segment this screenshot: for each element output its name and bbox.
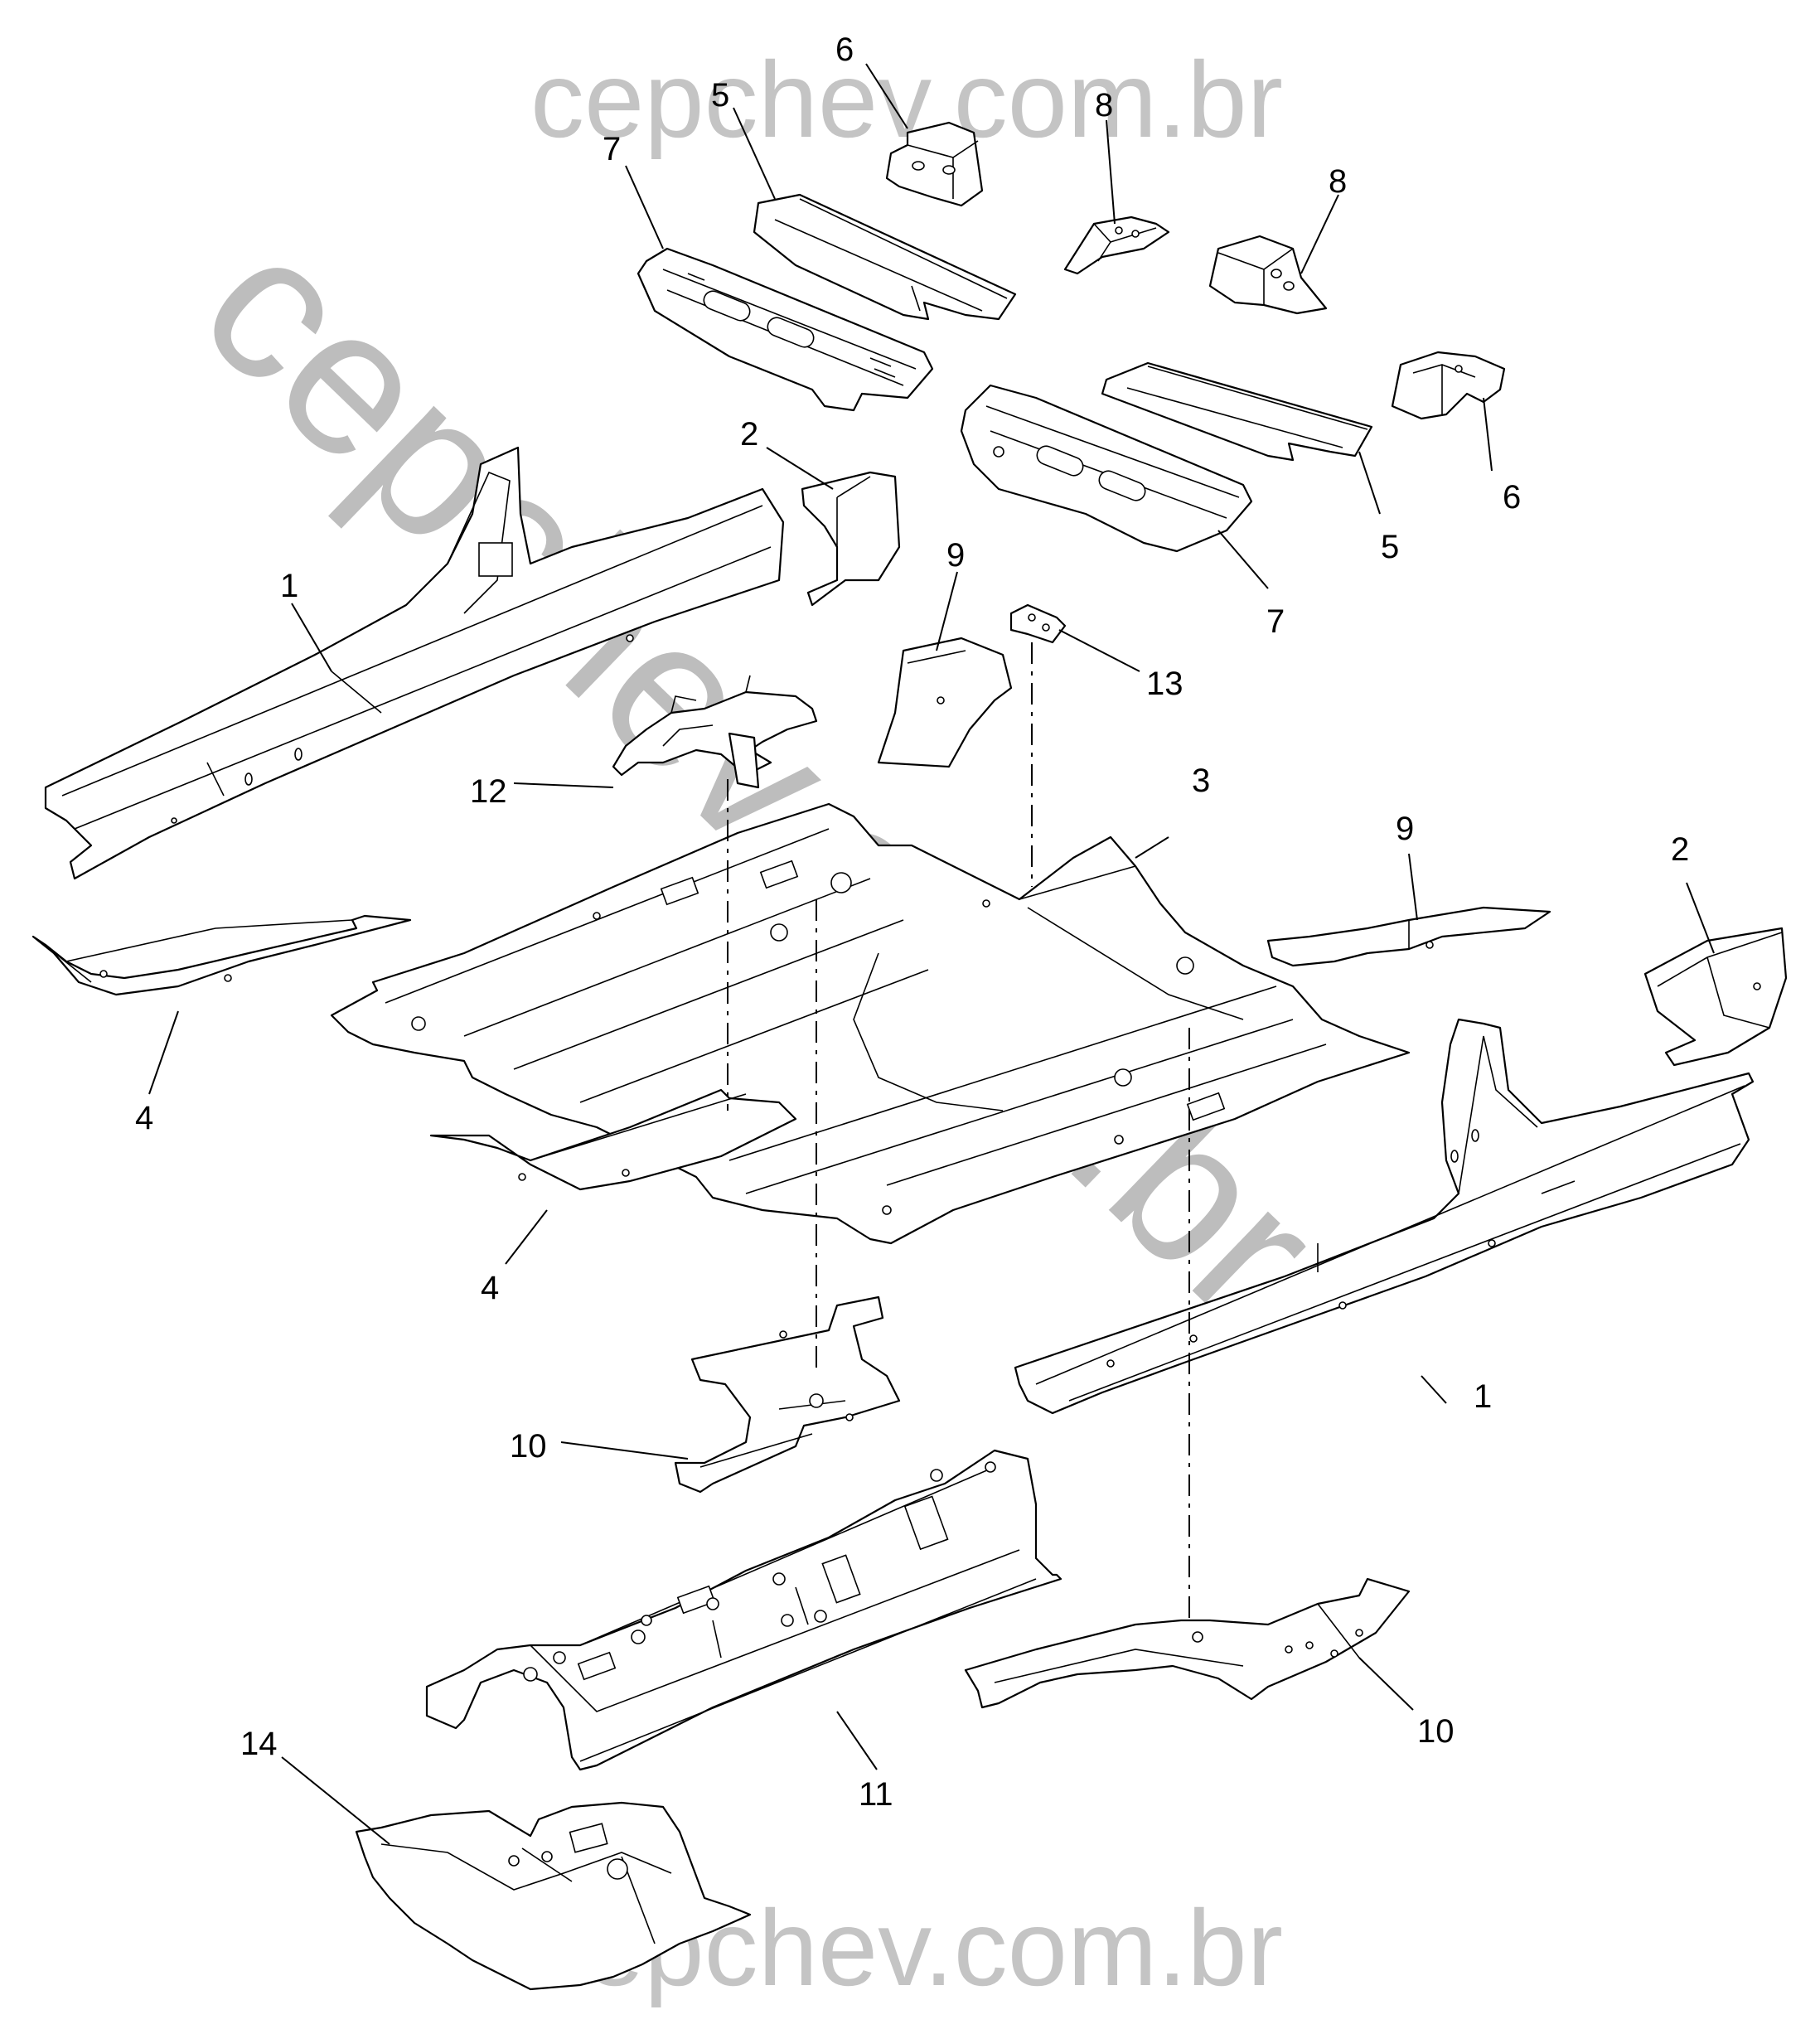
part-7-right-crossmember	[960, 384, 1253, 553]
part-1-left-sill	[44, 446, 785, 880]
callout-4-upper: 4	[135, 1100, 153, 1136]
part-6-right-bracket	[1391, 351, 1506, 420]
callout-1-left: 1	[280, 568, 298, 604]
part-2-top-bracket	[801, 471, 901, 607]
part-6-top-bracket	[885, 121, 984, 207]
part-3-floor-pan	[330, 802, 1411, 1245]
part-10-left-reinforcement	[674, 1295, 901, 1494]
part-9-left-brace	[877, 637, 1013, 768]
part-2-right-bracket	[1643, 927, 1788, 1067]
callout-10-left: 10	[510, 1428, 547, 1465]
part-7-top-crossmember	[637, 247, 934, 412]
callout-5-right: 5	[1381, 529, 1399, 565]
callout-9-left: 9	[946, 537, 965, 574]
callout-7-top: 7	[603, 131, 621, 167]
callout-3: 3	[1192, 763, 1210, 799]
part-12-bracket-assembly	[612, 675, 818, 789]
part-9-right-brace	[1266, 906, 1551, 967]
callout-13: 13	[1146, 666, 1183, 702]
part-11-tunnel	[425, 1449, 1062, 1771]
callout-11: 11	[859, 1776, 893, 1813]
callout-6-right: 6	[1503, 479, 1521, 516]
callout-10-right: 10	[1417, 1713, 1455, 1750]
callout-1-right: 1	[1474, 1378, 1492, 1415]
callout-2-right: 2	[1671, 831, 1689, 868]
callout-9-right: 9	[1396, 811, 1414, 847]
assembly-lines	[727, 642, 1190, 1625]
callout-7-right: 7	[1266, 603, 1285, 640]
callout-labels: 1 1 2 2 3 4 4 5 5 6 6 7 7 8 8 9 9 10 10 …	[135, 31, 1689, 1813]
part-14-rear-panel	[355, 1801, 752, 1991]
part-4-upper-panel	[31, 914, 412, 996]
callout-2-top: 2	[740, 416, 758, 453]
callout-12: 12	[470, 773, 507, 810]
callout-6-top: 6	[835, 31, 854, 68]
part-1-right-sill	[1014, 1018, 1755, 1415]
part-8-bracket	[1208, 235, 1328, 315]
part-5-top-rail	[753, 193, 1017, 321]
part-4-lower-panel	[429, 1088, 797, 1191]
part-13-clip	[1009, 603, 1067, 644]
callout-5-top: 5	[711, 77, 729, 114]
part-5-right-rail	[1101, 361, 1373, 462]
callout-14: 14	[240, 1726, 278, 1762]
part-8-small-bracket	[1063, 215, 1170, 275]
callout-8-left: 8	[1095, 87, 1113, 123]
callout-8-right: 8	[1329, 163, 1347, 200]
callout-4-lower: 4	[481, 1270, 499, 1306]
leader-lines	[148, 63, 1715, 1845]
part-10-right-reinforcement	[964, 1577, 1411, 1709]
